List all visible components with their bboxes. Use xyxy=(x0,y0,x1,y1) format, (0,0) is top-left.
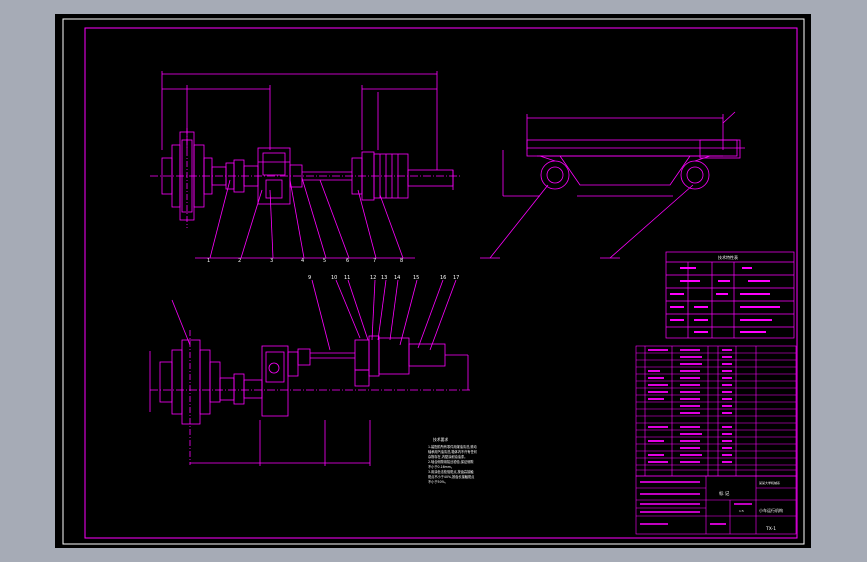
title-block-text: 标 记 某某大学机械系 小车运行机构 1:5 TX-1 xyxy=(719,480,783,532)
title-designation: 小车运行机构 xyxy=(759,507,783,513)
callout-9: 9 xyxy=(308,275,311,281)
side-view xyxy=(480,111,745,259)
title-block xyxy=(635,475,797,535)
callout-15: 15 xyxy=(413,275,419,281)
callout-4: 4 xyxy=(301,258,304,264)
notes-line-2: 轴承用汽油清洗,箱体内不许有任何 xyxy=(428,449,478,454)
technical-notes: 技术要求 1.装配前所有零件用煤油清洗,滚动 轴承用汽油清洗,箱体内不许有任何 … xyxy=(428,437,478,484)
notes-line-4: 2.啮合侧隙用铅丝检验,保证侧隙 xyxy=(428,459,474,464)
parts-list xyxy=(635,345,797,477)
title-mark-label: 标 记 xyxy=(719,490,730,497)
spec-table-title: 技术特性表 xyxy=(718,254,738,260)
front-assembly-view xyxy=(150,71,460,259)
callout-2: 2 xyxy=(238,258,241,264)
notes-title: 技术要求 xyxy=(433,437,448,442)
title-school: 某某大学机械系 xyxy=(759,480,780,485)
notes-line-5: 不小于0.16mm。 xyxy=(428,464,454,469)
title-scale: 1:5 xyxy=(739,509,744,513)
drawing-frame xyxy=(84,27,798,539)
callouts-mid: 9 10 11 12 13 14 15 16 17 xyxy=(308,275,459,281)
sheet-border xyxy=(62,18,805,545)
title-drawing-no: TX-1 xyxy=(765,526,776,532)
callout-12: 12 xyxy=(370,275,376,281)
notes-line-8: 不小于50%。 xyxy=(428,479,448,484)
spec-table xyxy=(665,251,795,339)
plan-view xyxy=(149,279,470,466)
callout-17: 17 xyxy=(453,275,459,281)
callout-3: 3 xyxy=(270,258,273,264)
callout-1: 1 xyxy=(207,258,210,264)
callout-6: 6 xyxy=(346,258,349,264)
callout-13: 13 xyxy=(381,275,387,281)
notes-line-3: 杂物存在,内壁涂耐油油漆。 xyxy=(428,454,467,459)
parts-list-scribbles xyxy=(648,349,732,463)
notes-line-6: 3.用涂色法检验斑点,按齿高接触 xyxy=(428,469,474,474)
callout-16: 16 xyxy=(440,275,446,281)
title-block-scribbles xyxy=(640,481,752,525)
callout-11: 11 xyxy=(344,275,350,281)
notes-line-7: 斑点不小于40%,按齿长接触斑点 xyxy=(428,474,475,479)
callout-14: 14 xyxy=(394,275,400,281)
spec-table-scribbles xyxy=(670,267,780,333)
callout-7: 7 xyxy=(373,258,376,264)
notes-line-1: 1.装配前所有零件用煤油清洗,滚动 xyxy=(428,444,477,449)
callouts-top: 1 2 3 4 5 6 7 8 xyxy=(207,258,403,264)
callout-8: 8 xyxy=(400,258,403,264)
callout-5: 5 xyxy=(323,258,326,264)
callout-10: 10 xyxy=(331,275,337,281)
